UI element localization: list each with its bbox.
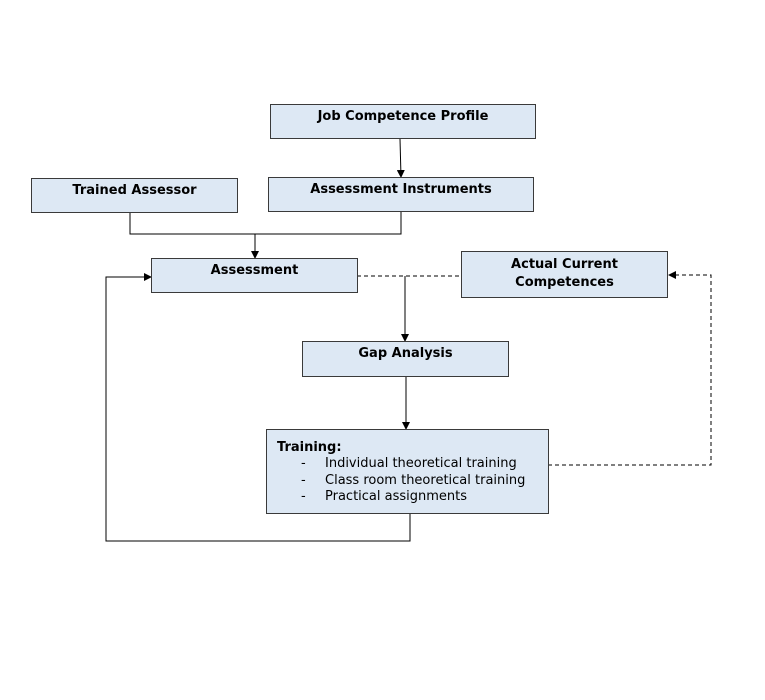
- training-title: Training:: [277, 440, 342, 455]
- training-item-label: Practical assignments: [325, 489, 468, 504]
- arrow-training-to-assessment-loop: [105, 273, 411, 542]
- trained-assessor-box: Trained Assessor: [31, 178, 238, 213]
- training-item-label: Class room theoretical training: [325, 472, 526, 488]
- job-competence-profile-box: Job Competence Profile: [270, 104, 536, 139]
- actual-current-competences-label-line1: Actual Current: [511, 257, 618, 272]
- training-list: - Individual theoretical training - Clas…: [277, 456, 548, 506]
- actual-current-competences-box: Actual Current Competences: [461, 251, 668, 298]
- training-item: - Individual theoretical training: [277, 456, 548, 473]
- connector-assessor-instruments-merge: [129, 212, 402, 235]
- training-item: - Class room theoretical training: [277, 473, 548, 490]
- training-item: - Practical assignments: [277, 489, 548, 506]
- training-box: Training: - Individual theoretical train…: [266, 429, 549, 514]
- actual-current-competences-label-line2: Competences: [515, 275, 614, 290]
- arrow-profile-to-instruments: [396, 138, 405, 178]
- assessment-label: Assessment: [210, 263, 299, 278]
- assessment-instruments-box: Assessment Instruments: [268, 177, 534, 212]
- gap-analysis-label: Gap Analysis: [358, 346, 453, 361]
- assessment-box: Assessment: [151, 258, 358, 293]
- dashed-arrow-training-to-competences: [548, 271, 712, 466]
- gap-analysis-box: Gap Analysis: [302, 341, 509, 377]
- job-competence-profile-label: Job Competence Profile: [317, 109, 489, 124]
- trained-assessor-label: Trained Assessor: [72, 183, 197, 198]
- list-bullet: -: [301, 456, 306, 471]
- list-bullet: -: [301, 472, 306, 488]
- training-item-label: Individual theoretical training: [325, 456, 517, 471]
- assessment-instruments-label: Assessment Instruments: [310, 182, 492, 197]
- list-bullet: -: [301, 489, 306, 504]
